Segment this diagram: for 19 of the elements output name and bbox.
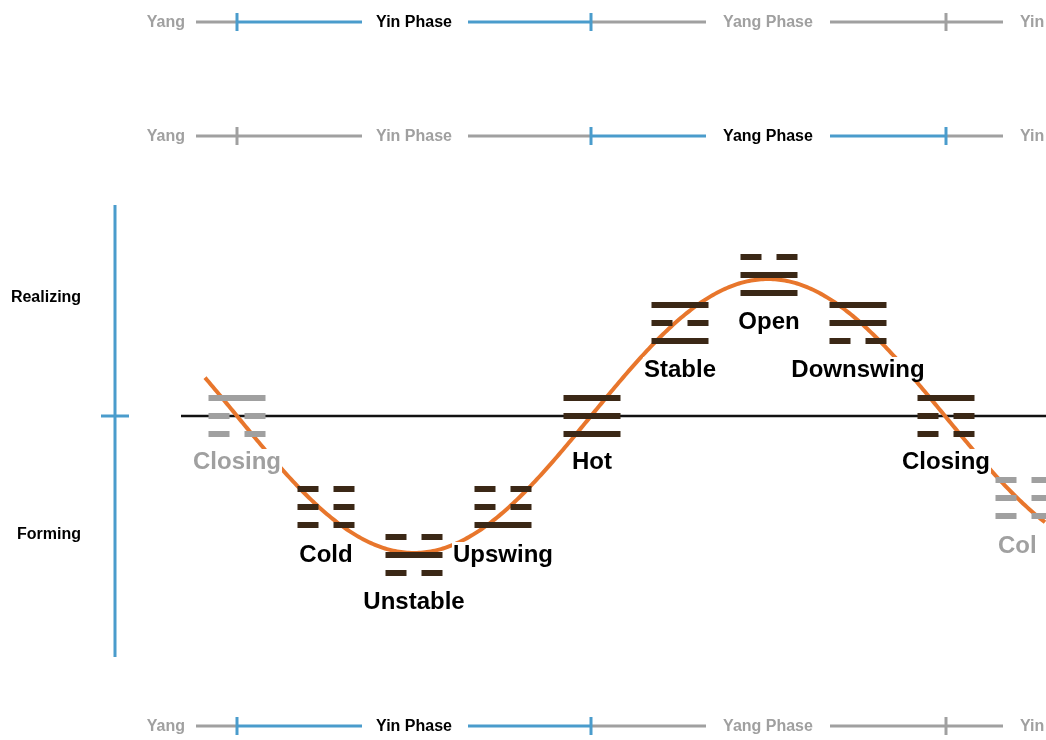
phase-label: Yang Phase — [723, 128, 813, 144]
phase-label: Yang — [146, 128, 185, 144]
state-label: Closing — [192, 449, 282, 473]
phase-label: Yin — [1020, 718, 1045, 734]
phase-label: Yang Phase — [723, 718, 813, 734]
phase-label: Yang — [146, 718, 185, 734]
phase-label: Yang — [146, 14, 185, 30]
state-label: Open — [737, 309, 801, 333]
phase-label: Yin — [1020, 14, 1045, 30]
phase-label: Yin — [1020, 128, 1045, 144]
phase-label: Yin Phase — [376, 14, 452, 30]
phase-label: Yin Phase — [376, 128, 452, 144]
state-label: Closing — [901, 449, 991, 473]
phase-label: Yang Phase — [723, 14, 813, 30]
phase-label: Yin Phase — [376, 718, 452, 734]
state-label: Upswing — [452, 542, 554, 566]
axis-label: Forming — [17, 526, 81, 542]
state-label: Downswing — [790, 357, 926, 381]
axis-label: Realizing — [10, 289, 82, 305]
